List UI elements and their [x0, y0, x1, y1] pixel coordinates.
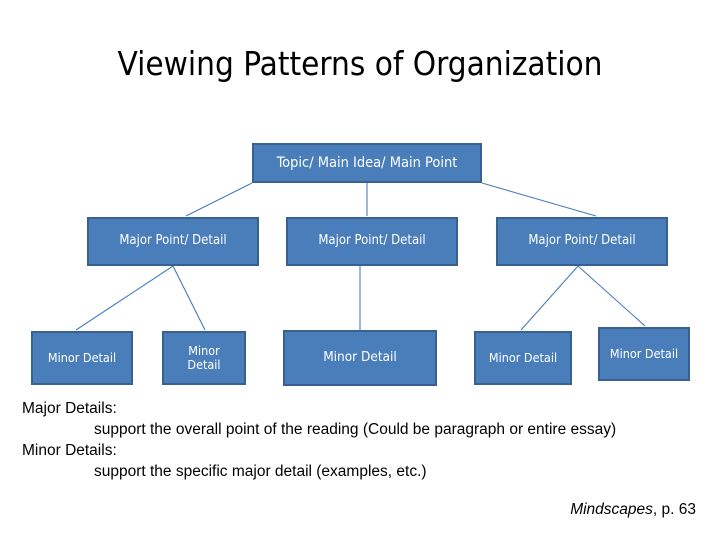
node-major-point-3[interactable]: Major Point/ Detail: [496, 217, 668, 266]
legend-minor-text: support the specific major detail (examp…: [94, 463, 427, 480]
node-minor-detail-5-label: Minor Detail: [609, 345, 679, 361]
node-major-point-3-label: Major Point/ Detail: [528, 233, 636, 249]
node-major-point-1[interactable]: Major Point/ Detail: [87, 217, 259, 266]
node-minor-detail-2-label: Minor Detail: [187, 342, 221, 372]
node-major-point-1-label: Major Point/ Detail: [119, 233, 227, 249]
connector-topic-to-major-3: [481, 182, 597, 217]
legend-major-text: support the overall point of the reading…: [94, 421, 617, 438]
node-major-point-2-label: Major Point/ Detail: [318, 233, 426, 249]
page-title: Viewing Patterns of Organization: [117, 44, 603, 83]
connector-major-3-to-minor-4: [520, 265, 579, 331]
node-minor-detail-5[interactable]: Minor Detail: [598, 327, 690, 381]
node-minor-detail-1-label: Minor Detail: [47, 349, 117, 365]
node-minor-detail-4-label: Minor Detail: [488, 349, 558, 365]
citation-source: Mindscapes: [570, 501, 653, 518]
node-minor-detail-3-label: Minor Detail: [323, 349, 397, 366]
connector-major-1-to-minor-1: [75, 265, 174, 331]
citation-page: , p. 63: [652, 501, 696, 518]
legend-block: Major Details: support the overall point…: [22, 398, 698, 482]
node-minor-detail-4[interactable]: Minor Detail: [474, 331, 572, 385]
legend-major-heading: Major Details:: [22, 400, 117, 417]
node-minor-detail-2[interactable]: Minor Detail: [162, 331, 246, 385]
node-topic-label: Topic/ Main Idea/ Main Point: [276, 154, 458, 171]
node-major-point-2[interactable]: Major Point/ Detail: [286, 217, 458, 266]
connector-major-1-to-minor-2: [172, 265, 206, 331]
node-minor-detail-1[interactable]: Minor Detail: [31, 331, 133, 385]
connector-major-3-to-minor-5: [577, 265, 646, 327]
node-minor-detail-3[interactable]: Minor Detail: [283, 330, 437, 386]
legend-minor-heading: Minor Details:: [22, 442, 117, 459]
citation: Mindscapes, p. 63: [570, 500, 696, 520]
node-topic-main-idea[interactable]: Topic/ Main Idea/ Main Point: [252, 143, 482, 183]
connector-topic-to-major-1: [185, 182, 253, 217]
